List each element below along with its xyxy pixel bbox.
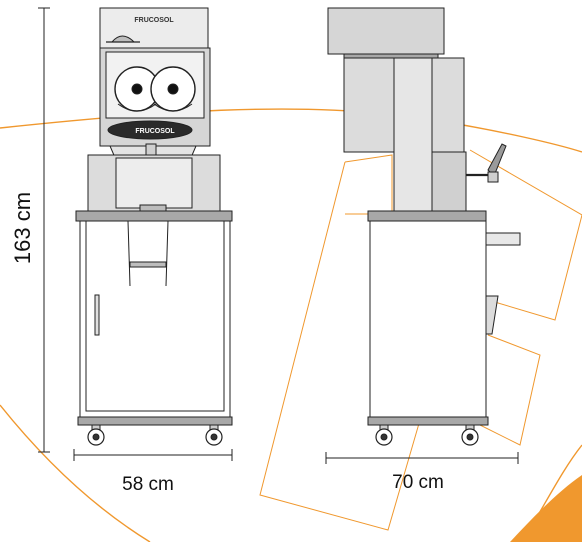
- front-collector: [115, 157, 193, 209]
- front-view: FRUCOSOL FRUCOSOL: [75, 7, 233, 446]
- orange-outline-2: [259, 161, 421, 531]
- side-depth-dimension: 70 cm: [325, 452, 519, 493]
- orange-arc-left: [0, 404, 151, 543]
- height-label: 163 cm: [10, 192, 35, 264]
- side-base: [367, 416, 489, 426]
- side-view: [327, 7, 521, 446]
- side-depth-label: 70 cm: [392, 472, 444, 493]
- side-cabinet: [369, 220, 487, 418]
- side-top-hood: [327, 7, 445, 55]
- front-width-dimension: 58 cm: [73, 449, 233, 495]
- front-brand-badge: FRUCOSOL: [135, 128, 175, 135]
- front-left-wheel-hub: [92, 433, 100, 441]
- orange-outline-1: [344, 154, 393, 215]
- front-width-label: 58 cm: [122, 474, 174, 495]
- side-bin-handle: [485, 295, 499, 335]
- orange-corner-fill: [510, 475, 582, 542]
- side-stand-top: [367, 210, 487, 222]
- side-hood-rim: [343, 53, 439, 59]
- side-tap-lever-icon: [487, 143, 507, 177]
- front-stand-top: [75, 210, 233, 222]
- side-left-wheel-hub: [380, 433, 388, 441]
- chute-right-rail: [165, 220, 169, 287]
- orange-outline-4: [469, 334, 541, 446]
- right-cup-lip: [153, 103, 193, 112]
- left-cup-lip: [117, 103, 157, 112]
- chute-crossbar: [129, 261, 167, 268]
- front-cabinet: [79, 220, 231, 418]
- front-right-wheel-hub: [210, 433, 218, 441]
- front-collector-base: [139, 204, 167, 212]
- side-center-column: [393, 57, 433, 215]
- left-cup-center-icon: [131, 83, 143, 95]
- side-lower-block: [431, 151, 467, 215]
- height-dimension: 163 cm: [10, 7, 50, 453]
- side-right-wheel-hub: [466, 433, 474, 441]
- front-cabinet-door: [85, 220, 225, 412]
- front-door-handle: [94, 294, 100, 336]
- orange-outline-3: [469, 149, 582, 321]
- chute-left-rail: [127, 220, 131, 287]
- side-tap-knob: [487, 171, 499, 183]
- side-shelf-bracket: [485, 232, 521, 246]
- front-brand-top: FRUCOSOL: [134, 17, 174, 24]
- right-cup-center-icon: [167, 83, 179, 95]
- front-brand-badge-bg: [107, 120, 193, 140]
- front-base: [77, 416, 233, 426]
- orange-arc-top: [0, 108, 582, 153]
